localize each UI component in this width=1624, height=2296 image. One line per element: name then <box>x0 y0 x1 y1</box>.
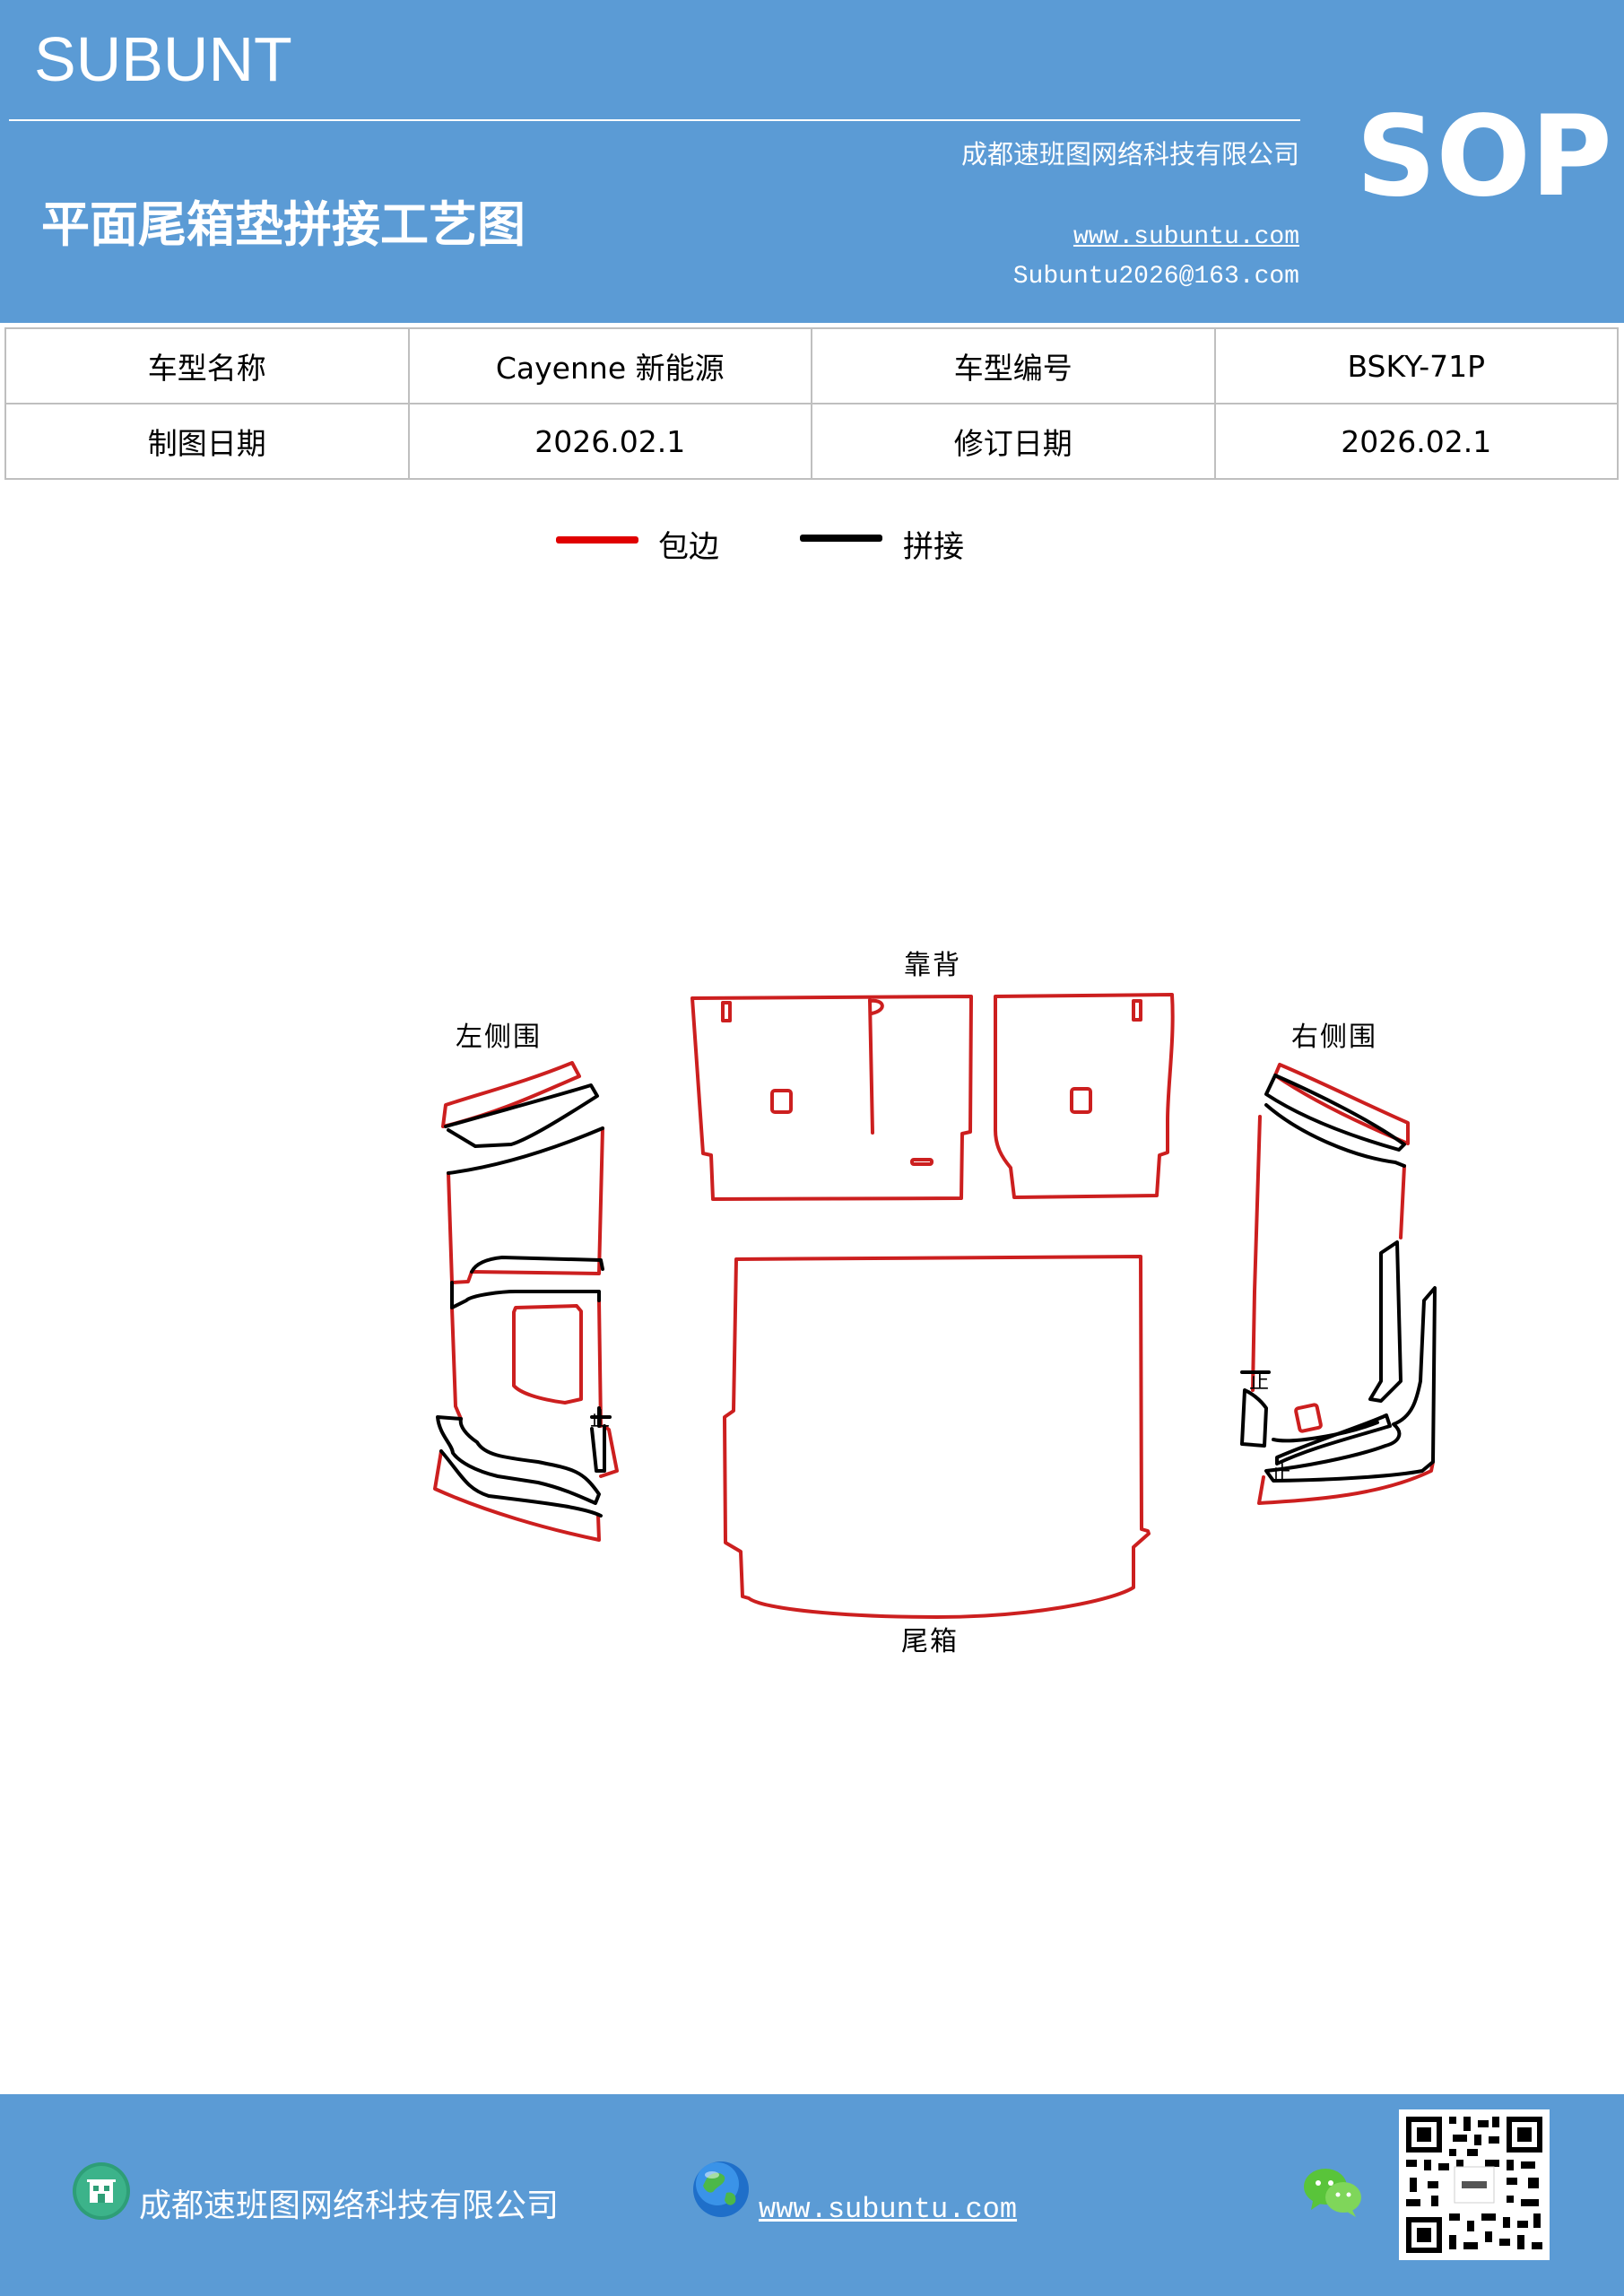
label-backrest: 靠背 <box>904 950 961 981</box>
label-left-side: 左侧围 <box>456 1022 542 1053</box>
value-model-code: BSKY-71P <box>1213 327 1619 404</box>
sop-badge: SOP <box>1356 92 1612 222</box>
left-side-seams <box>436 1083 612 1518</box>
website-link[interactable]: www.subuntu.com <box>1073 223 1299 251</box>
header-band <box>0 0 1624 323</box>
label-model-name: 车型名称 <box>4 327 410 404</box>
legend-seam-label: 拼接 <box>903 529 964 565</box>
vehicle-info-table: 车型名称 Cayenne 新能源 车型编号 BSKY-71P 制图日期 2026… <box>4 327 1619 480</box>
stop-mark-right-lower: 止 <box>1272 1463 1291 1485</box>
backrest-left-panel <box>690 995 973 1201</box>
footer-website-link[interactable]: www.subuntu.com <box>759 2193 1018 2226</box>
document-title: 平面尾箱垫拼接工艺图 <box>41 196 525 253</box>
value-drawing-date: 2026.02.1 <box>407 403 812 480</box>
header-divider <box>9 119 1300 121</box>
brand-name: SUBUNT <box>34 24 292 94</box>
label-right-side: 右侧围 <box>1291 1022 1377 1053</box>
value-revision-date: 2026.02.1 <box>1213 403 1619 480</box>
legend-edge-swatch <box>556 536 638 544</box>
company-name: 成都速班图网络科技有限公司 <box>960 139 1299 170</box>
globe-icon <box>693 2161 749 2217</box>
stop-mark-left: 止 <box>590 1409 610 1431</box>
value-model-name: Cayenne 新能源 <box>407 327 812 404</box>
wechat-icon <box>1304 2169 1361 2217</box>
right-side-seams <box>1240 1074 1437 1483</box>
table-row: 制图日期 2026.02.1 修订日期 2026.02.1 <box>4 403 1619 480</box>
label-revision-date: 修订日期 <box>811 403 1216 480</box>
trunk-floor-panel <box>723 1255 1151 1619</box>
trunk-mat-diagram: 靠背 左侧围 右侧围 尾箱 止 止 止 <box>433 950 1437 1657</box>
label-model-code: 车型编号 <box>811 327 1216 404</box>
legend-seam-swatch <box>800 535 882 542</box>
backrest-right-panel <box>994 993 1175 1199</box>
email-address: Subuntu2026@163.com <box>1012 263 1299 291</box>
stop-mark-right-upper: 止 <box>1249 1371 1269 1394</box>
table-row: 车型名称 Cayenne 新能源 车型编号 BSKY-71P <box>4 327 1619 404</box>
building-icon <box>73 2162 130 2220</box>
legend-edge-label: 包边 <box>658 529 719 565</box>
label-trunk: 尾箱 <box>901 1626 959 1657</box>
right-side-panel <box>1251 1063 1435 1505</box>
qr-code-pattern <box>1399 2109 1550 2260</box>
qr-code <box>1399 2109 1550 2260</box>
label-drawing-date: 制图日期 <box>4 403 410 480</box>
footer-company-name: 成都速班图网络科技有限公司 <box>139 2187 560 2224</box>
